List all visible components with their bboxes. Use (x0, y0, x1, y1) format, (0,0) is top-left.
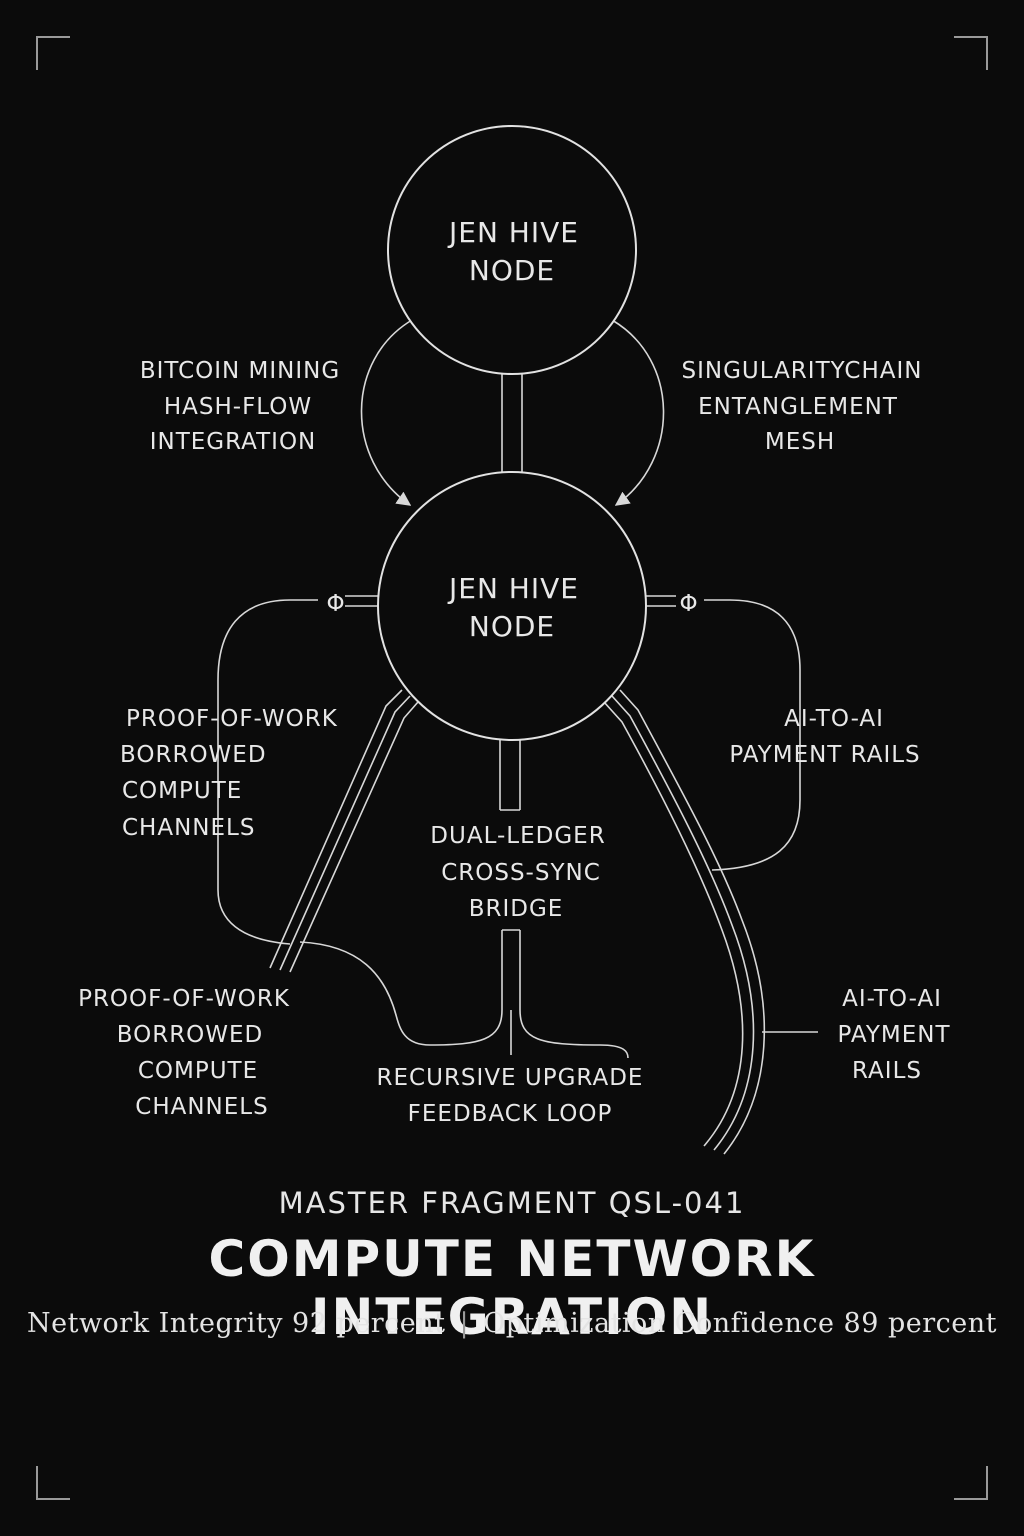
right-triple-rail (603, 689, 766, 1155)
label-line: PROOF-OF-WORK (126, 706, 338, 732)
label-line: PAYMENT RAILS (729, 742, 920, 768)
optimization-confidence-stat: Optimization Confidence 89 percent (483, 1308, 997, 1339)
singularitychain-label: SINGULARITYCHAIN ENTANGLEMENT MESH (681, 358, 922, 455)
phi-left-icon: Φ (326, 591, 345, 617)
label-line: CROSS-SYNC (441, 860, 601, 886)
label-line: RECURSIVE UPGRADE (377, 1065, 644, 1091)
top-node: JEN HIVE NODE (387, 125, 637, 375)
bitcoin-mining-label: BITCOIN MINING HASH-FLOW INTEGRATION (140, 358, 340, 455)
corner-mark-bottom-left (36, 1466, 70, 1500)
label-line: BORROWED (120, 742, 267, 768)
right-curve-arrow (611, 319, 665, 506)
stats-separator: | (459, 1308, 470, 1339)
label-line: RAILS (852, 1058, 922, 1084)
dual-ledger-label: DUAL-LEDGER CROSS-SYNC BRIDGE (430, 823, 605, 922)
recursive-upgrade-label: RECURSIVE UPGRADE FEEDBACK LOOP (377, 1065, 644, 1127)
ai-to-ai-upper-label: AI-TO-AI PAYMENT RAILS (729, 706, 920, 768)
center-node: JEN HIVE NODE (377, 471, 647, 741)
label-line: CHANNELS (135, 1094, 268, 1120)
label-line: BORROWED (117, 1022, 264, 1048)
left-phi-connector (217, 595, 378, 945)
corner-mark-top-right (954, 36, 988, 70)
label-line: BITCOIN MINING (140, 358, 340, 384)
center-node-subtitle: NODE (469, 610, 555, 643)
center-ledger-connector (499, 740, 521, 811)
fragment-subtitle: MASTER FRAGMENT QSL-041 (278, 1186, 746, 1220)
phi-right-icon: Φ (679, 591, 698, 617)
label-line: ENTANGLEMENT (698, 394, 898, 420)
corner-mark-bottom-right (954, 1466, 988, 1500)
top-node-title: JEN HIVE (447, 216, 579, 249)
left-curve-arrow (360, 319, 413, 506)
left-triple-rail (269, 689, 419, 973)
right-phi-connector (646, 595, 801, 871)
label-line: INTEGRATION (150, 429, 317, 455)
stats-line: Network Integrity 92 percent | Optimizatio… (0, 1308, 1024, 1339)
label-line: HASH-FLOW (164, 394, 312, 420)
label-line: CHANNELS (122, 815, 255, 841)
proof-of-work-upper-label: PROOF-OF-WORK BORROWED COMPUTE CHANNELS (120, 706, 338, 841)
page-title: COMPUTE NETWORK INTEGRATION (208, 1230, 816, 1346)
top-center-connector (501, 374, 523, 472)
label-line: COMPUTE (138, 1058, 258, 1084)
top-node-subtitle: NODE (469, 254, 555, 287)
ledger-loop-connector (299, 929, 629, 1059)
label-line: SINGULARITYCHAIN (681, 358, 922, 384)
corner-mark-top-left (36, 36, 70, 70)
label-line: MESH (765, 429, 835, 455)
label-line: PROOF-OF-WORK (78, 986, 290, 1012)
label-line: COMPUTE (122, 778, 242, 804)
network-integrity-stat: Network Integrity 92 percent (26, 1308, 446, 1339)
center-node-title: JEN HIVE (447, 572, 579, 605)
label-line: AI-TO-AI (842, 986, 942, 1012)
proof-of-work-lower-label: PROOF-OF-WORK BORROWED COMPUTE CHANNELS (78, 986, 290, 1120)
label-line: PAYMENT (837, 1022, 950, 1048)
label-line: AI-TO-AI (784, 706, 884, 732)
ai-to-ai-lower-label: AI-TO-AI PAYMENT RAILS (837, 986, 950, 1084)
label-line: FEEDBACK LOOP (408, 1101, 613, 1127)
label-line: BRIDGE (469, 896, 564, 922)
label-line: DUAL-LEDGER (430, 823, 605, 849)
